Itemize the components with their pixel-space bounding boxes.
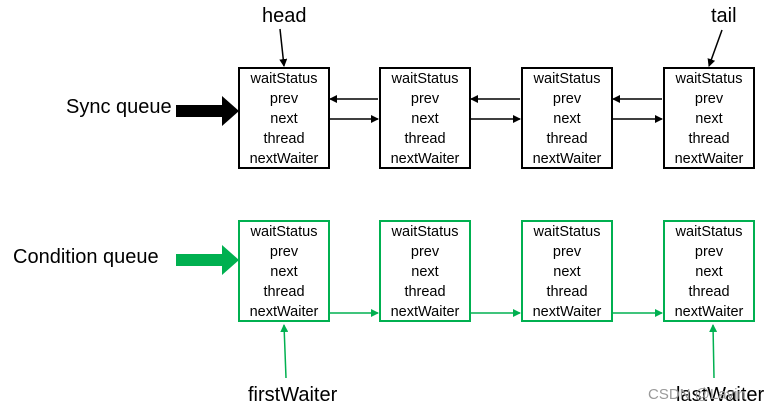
field-prev: prev bbox=[410, 244, 440, 260]
field-waitstatus: waitStatus bbox=[391, 224, 459, 240]
field-waitstatus: waitStatus bbox=[533, 224, 601, 240]
field-next: next bbox=[270, 264, 298, 280]
field-nextwaiter: nextWaiter bbox=[674, 304, 744, 320]
field-nextwaiter: nextWaiter bbox=[390, 151, 460, 167]
field-waitstatus: waitStatus bbox=[250, 71, 318, 87]
field-nextwaiter: nextWaiter bbox=[532, 151, 602, 167]
condition-queue-entry-arrow bbox=[176, 245, 239, 275]
field-waitstatus: waitStatus bbox=[391, 71, 459, 87]
field-next: next bbox=[695, 111, 723, 127]
sync-node-4: waitStatus prev next thread nextWaiter bbox=[663, 67, 755, 169]
field-thread: thread bbox=[404, 284, 446, 300]
field-prev: prev bbox=[269, 244, 299, 260]
tail-label: tail bbox=[711, 5, 737, 27]
field-next: next bbox=[553, 111, 581, 127]
tail-pointer-arrow bbox=[707, 29, 723, 67]
field-prev: prev bbox=[269, 91, 299, 107]
field-nextwaiter: nextWaiter bbox=[674, 151, 744, 167]
field-waitstatus: waitStatus bbox=[250, 224, 318, 240]
field-next: next bbox=[270, 111, 298, 127]
field-thread: thread bbox=[263, 284, 305, 300]
field-prev: prev bbox=[410, 91, 440, 107]
field-nextwaiter: nextWaiter bbox=[390, 304, 460, 320]
field-next: next bbox=[553, 264, 581, 280]
field-prev: prev bbox=[694, 244, 724, 260]
field-prev: prev bbox=[552, 91, 582, 107]
sync-queue-entry-arrow bbox=[176, 96, 239, 126]
field-thread: thread bbox=[546, 131, 588, 147]
watermark: CSDN @Lavin bbox=[648, 386, 746, 403]
field-thread: thread bbox=[546, 284, 588, 300]
head-pointer-arrow bbox=[279, 28, 288, 67]
sync-node-1: waitStatus prev next thread nextWaiter bbox=[238, 67, 330, 169]
field-next: next bbox=[411, 111, 439, 127]
field-prev: prev bbox=[552, 244, 582, 260]
field-next: next bbox=[411, 264, 439, 280]
field-prev: prev bbox=[694, 91, 724, 107]
field-thread: thread bbox=[263, 131, 305, 147]
condition-node-1: waitStatus prev next thread nextWaiter bbox=[238, 220, 330, 322]
condition-node-2: waitStatus prev next thread nextWaiter bbox=[379, 220, 471, 322]
field-thread: thread bbox=[688, 284, 730, 300]
condition-queue-label: Condition queue bbox=[13, 246, 159, 268]
field-waitstatus: waitStatus bbox=[533, 71, 601, 87]
condition-node-3: waitStatus prev next thread nextWaiter bbox=[521, 220, 613, 322]
field-thread: thread bbox=[404, 131, 446, 147]
first-waiter-pointer-arrow bbox=[280, 324, 289, 379]
field-waitstatus: waitStatus bbox=[675, 71, 743, 87]
sync-node-3: waitStatus prev next thread nextWaiter bbox=[521, 67, 613, 169]
condition-node-4: waitStatus prev next thread nextWaiter bbox=[663, 220, 755, 322]
field-nextwaiter: nextWaiter bbox=[249, 151, 319, 167]
field-waitstatus: waitStatus bbox=[675, 224, 743, 240]
field-nextwaiter: nextWaiter bbox=[249, 304, 319, 320]
field-next: next bbox=[695, 264, 723, 280]
head-label: head bbox=[262, 5, 307, 27]
sync-queue-label: Sync queue bbox=[66, 96, 172, 118]
first-waiter-label: firstWaiter bbox=[248, 384, 338, 406]
field-thread: thread bbox=[688, 131, 730, 147]
field-nextwaiter: nextWaiter bbox=[532, 304, 602, 320]
last-waiter-pointer-arrow bbox=[709, 324, 718, 379]
last-waiter-label: lastWaiter bbox=[676, 384, 765, 406]
sync-node-2: waitStatus prev next thread nextWaiter bbox=[379, 67, 471, 169]
